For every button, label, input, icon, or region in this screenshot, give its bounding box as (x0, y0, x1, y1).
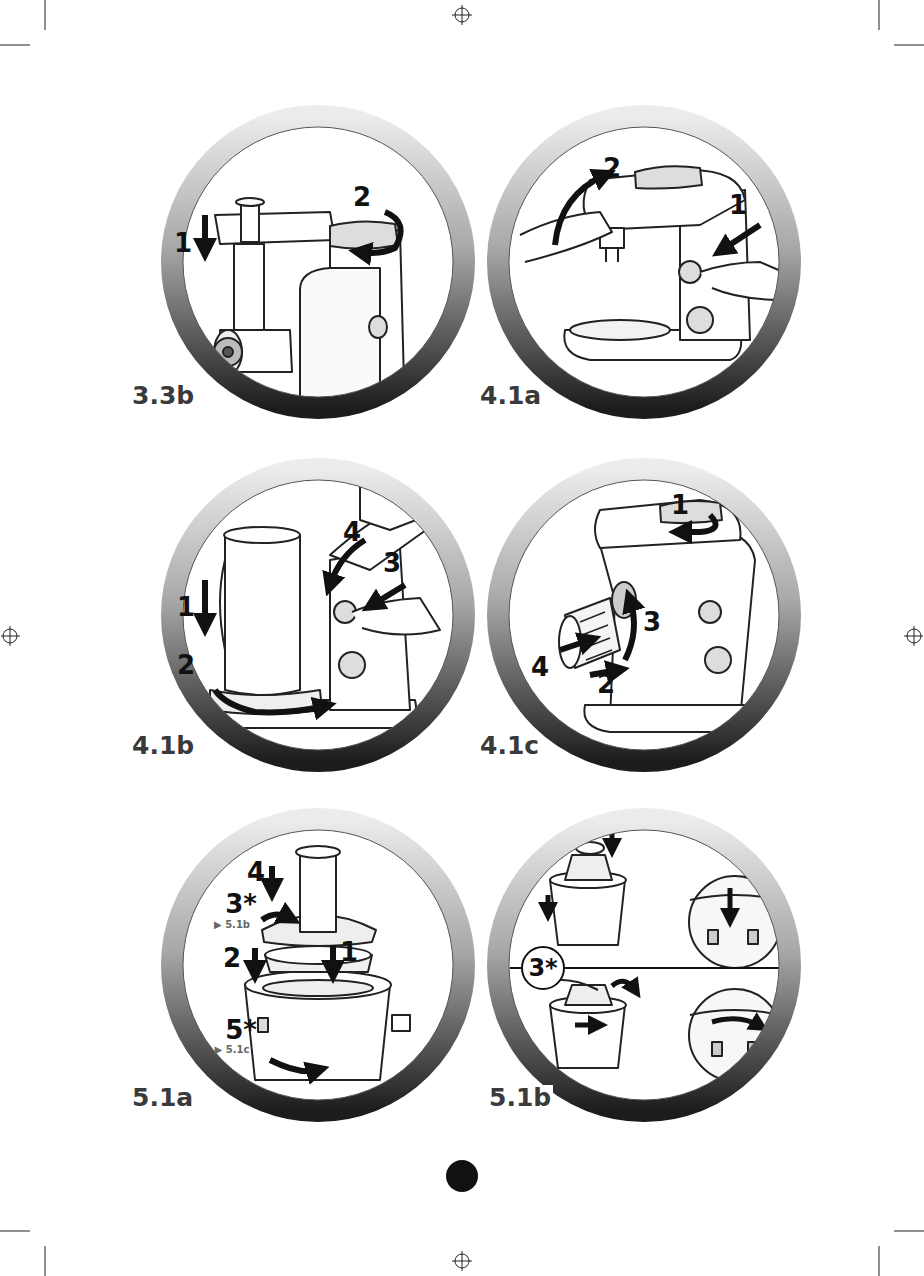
callout-number: 1 (177, 594, 195, 620)
figure-number: 3.3b (130, 383, 196, 408)
callout-number: 3* (528, 956, 557, 980)
callout-number: 3 (643, 609, 661, 635)
panel-ring (161, 458, 475, 772)
figure-number: 5.1a (130, 1085, 195, 1110)
figure-panel: 3.3b (161, 105, 475, 419)
callout-number: 2 (223, 945, 241, 971)
panel-ring (161, 105, 475, 419)
callout-number: 1 (340, 939, 358, 965)
callout-number: 1 (671, 492, 689, 518)
figure-number: 5.1b (487, 1085, 553, 1110)
callout-number: 2 (353, 184, 371, 210)
callout-number: 1 (174, 230, 192, 256)
cross-reference: ▶ 5.1b (214, 920, 250, 930)
callout-number: 3* (225, 891, 257, 917)
figure-number: 4.1c (478, 733, 541, 758)
panel-ring (487, 105, 801, 419)
figure-panel: 5.1a (161, 808, 475, 1122)
cross-reference: ▶ 5.1c (215, 1045, 250, 1055)
callout-number: 4 (343, 519, 361, 545)
callout-number: 4 (531, 654, 549, 680)
figure-panel: 4.1a (487, 105, 801, 419)
callout-number: 1 (729, 192, 747, 218)
figure-panel: 4.1b (161, 458, 475, 772)
callout-number: 2 (603, 155, 621, 181)
figure-number: 4.1b (130, 733, 196, 758)
panel-ring (161, 808, 475, 1122)
callout-number: 2 (177, 652, 195, 678)
callout-number: 2 (597, 671, 615, 697)
callout-number: 4 (247, 859, 265, 885)
figure-number: 4.1a (478, 383, 543, 408)
callout-number: 5* (225, 1017, 257, 1043)
callout-number: 3 (383, 550, 401, 576)
